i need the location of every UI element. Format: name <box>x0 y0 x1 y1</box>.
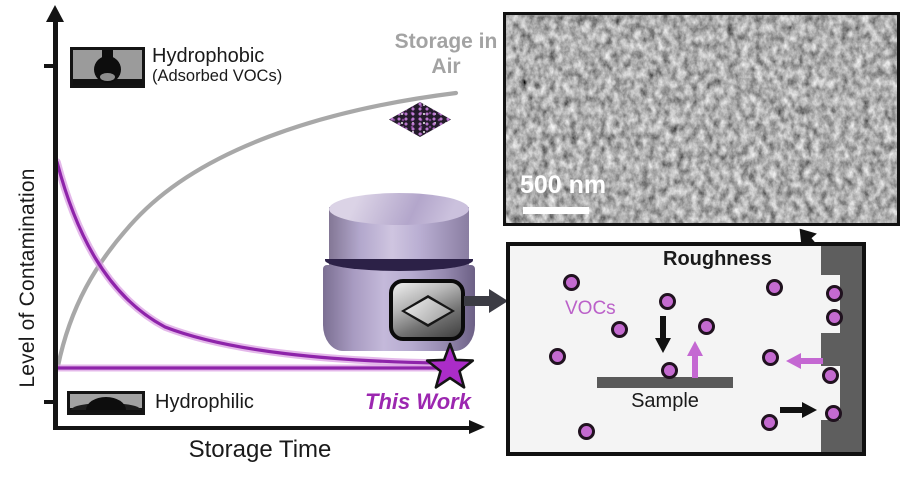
y-axis-tick-hydrophobic <box>44 64 55 68</box>
jar-seal-band <box>325 259 473 271</box>
voc-molecule <box>826 285 843 302</box>
voc-adsorb-right-arrow-icon <box>780 402 817 418</box>
hydrophobic-contact-angle-icon <box>70 47 145 88</box>
roughness-label: Roughness <box>663 248 772 270</box>
storage-jar <box>323 193 475 351</box>
this-work-decay-curve <box>55 160 440 365</box>
y-axis-label: Level of Contamination <box>16 168 39 388</box>
voc-molecule <box>826 309 843 326</box>
voc-molecule <box>578 423 595 440</box>
hydrophobic-label: Hydrophobic <box>152 45 265 67</box>
voc-molecule <box>549 348 566 365</box>
hydrophilic-contact-angle-icon <box>67 391 145 415</box>
flat-droplet <box>86 397 126 410</box>
scale-bar-label: 500 nm <box>520 171 607 199</box>
voc-molecule <box>766 279 783 296</box>
voc-molecule <box>698 318 715 335</box>
vocs-label: VOCs <box>565 298 616 319</box>
y-axis-line <box>53 18 58 429</box>
jar-window <box>389 279 465 341</box>
jar-to-chamber-arrow-icon <box>464 289 508 313</box>
sample-bar <box>597 377 733 388</box>
scale-bar <box>523 207 589 214</box>
x-axis-label: Storage Time <box>188 436 332 463</box>
sem-texture <box>506 15 897 223</box>
x-axis-arrowhead-icon <box>469 420 485 434</box>
voc-molecule <box>825 405 842 422</box>
rough-wall-tooth <box>821 246 841 275</box>
sem-micrograph: 500 nm <box>503 12 900 226</box>
chamber-schematic: Roughness VOCs Sample <box>506 242 866 456</box>
rough-wall-tooth <box>821 420 841 452</box>
voc-desorb-up-arrow-icon <box>687 341 703 378</box>
voc-molecule <box>822 367 839 384</box>
adsorbed-vocs-label: (Adsorbed VOCs) <box>152 67 283 85</box>
voc-molecule <box>661 362 678 379</box>
voc-molecule <box>563 274 580 291</box>
this-work-star-icon <box>425 342 475 389</box>
hydrophilic-label: Hydrophilic <box>155 391 254 413</box>
voc-molecule <box>611 321 628 338</box>
this-work-label: This Work <box>365 389 471 414</box>
voc-adsorb-down-arrow-icon <box>655 316 671 353</box>
voc-molecule <box>659 293 676 310</box>
y-axis-arrowhead-icon <box>46 5 64 22</box>
rough-wall-tooth <box>821 333 841 366</box>
voc-desorb-left-arrow-icon <box>786 353 823 369</box>
droplet-highlight <box>100 73 115 81</box>
rough-wall <box>840 246 862 452</box>
voc-molecule <box>761 414 778 431</box>
contamination-chart-curves <box>53 90 459 372</box>
sample-diamond-icon <box>405 298 451 324</box>
x-axis-line <box>53 425 472 430</box>
storage-in-air-curve <box>55 90 459 369</box>
y-axis-tick-hydrophilic <box>44 400 55 404</box>
sample-label: Sample <box>631 390 699 412</box>
surface-line <box>70 408 142 412</box>
jar-lid-top <box>329 193 469 225</box>
storage-in-air-label: Storage in Air <box>394 30 498 78</box>
voc-molecule <box>762 349 779 366</box>
